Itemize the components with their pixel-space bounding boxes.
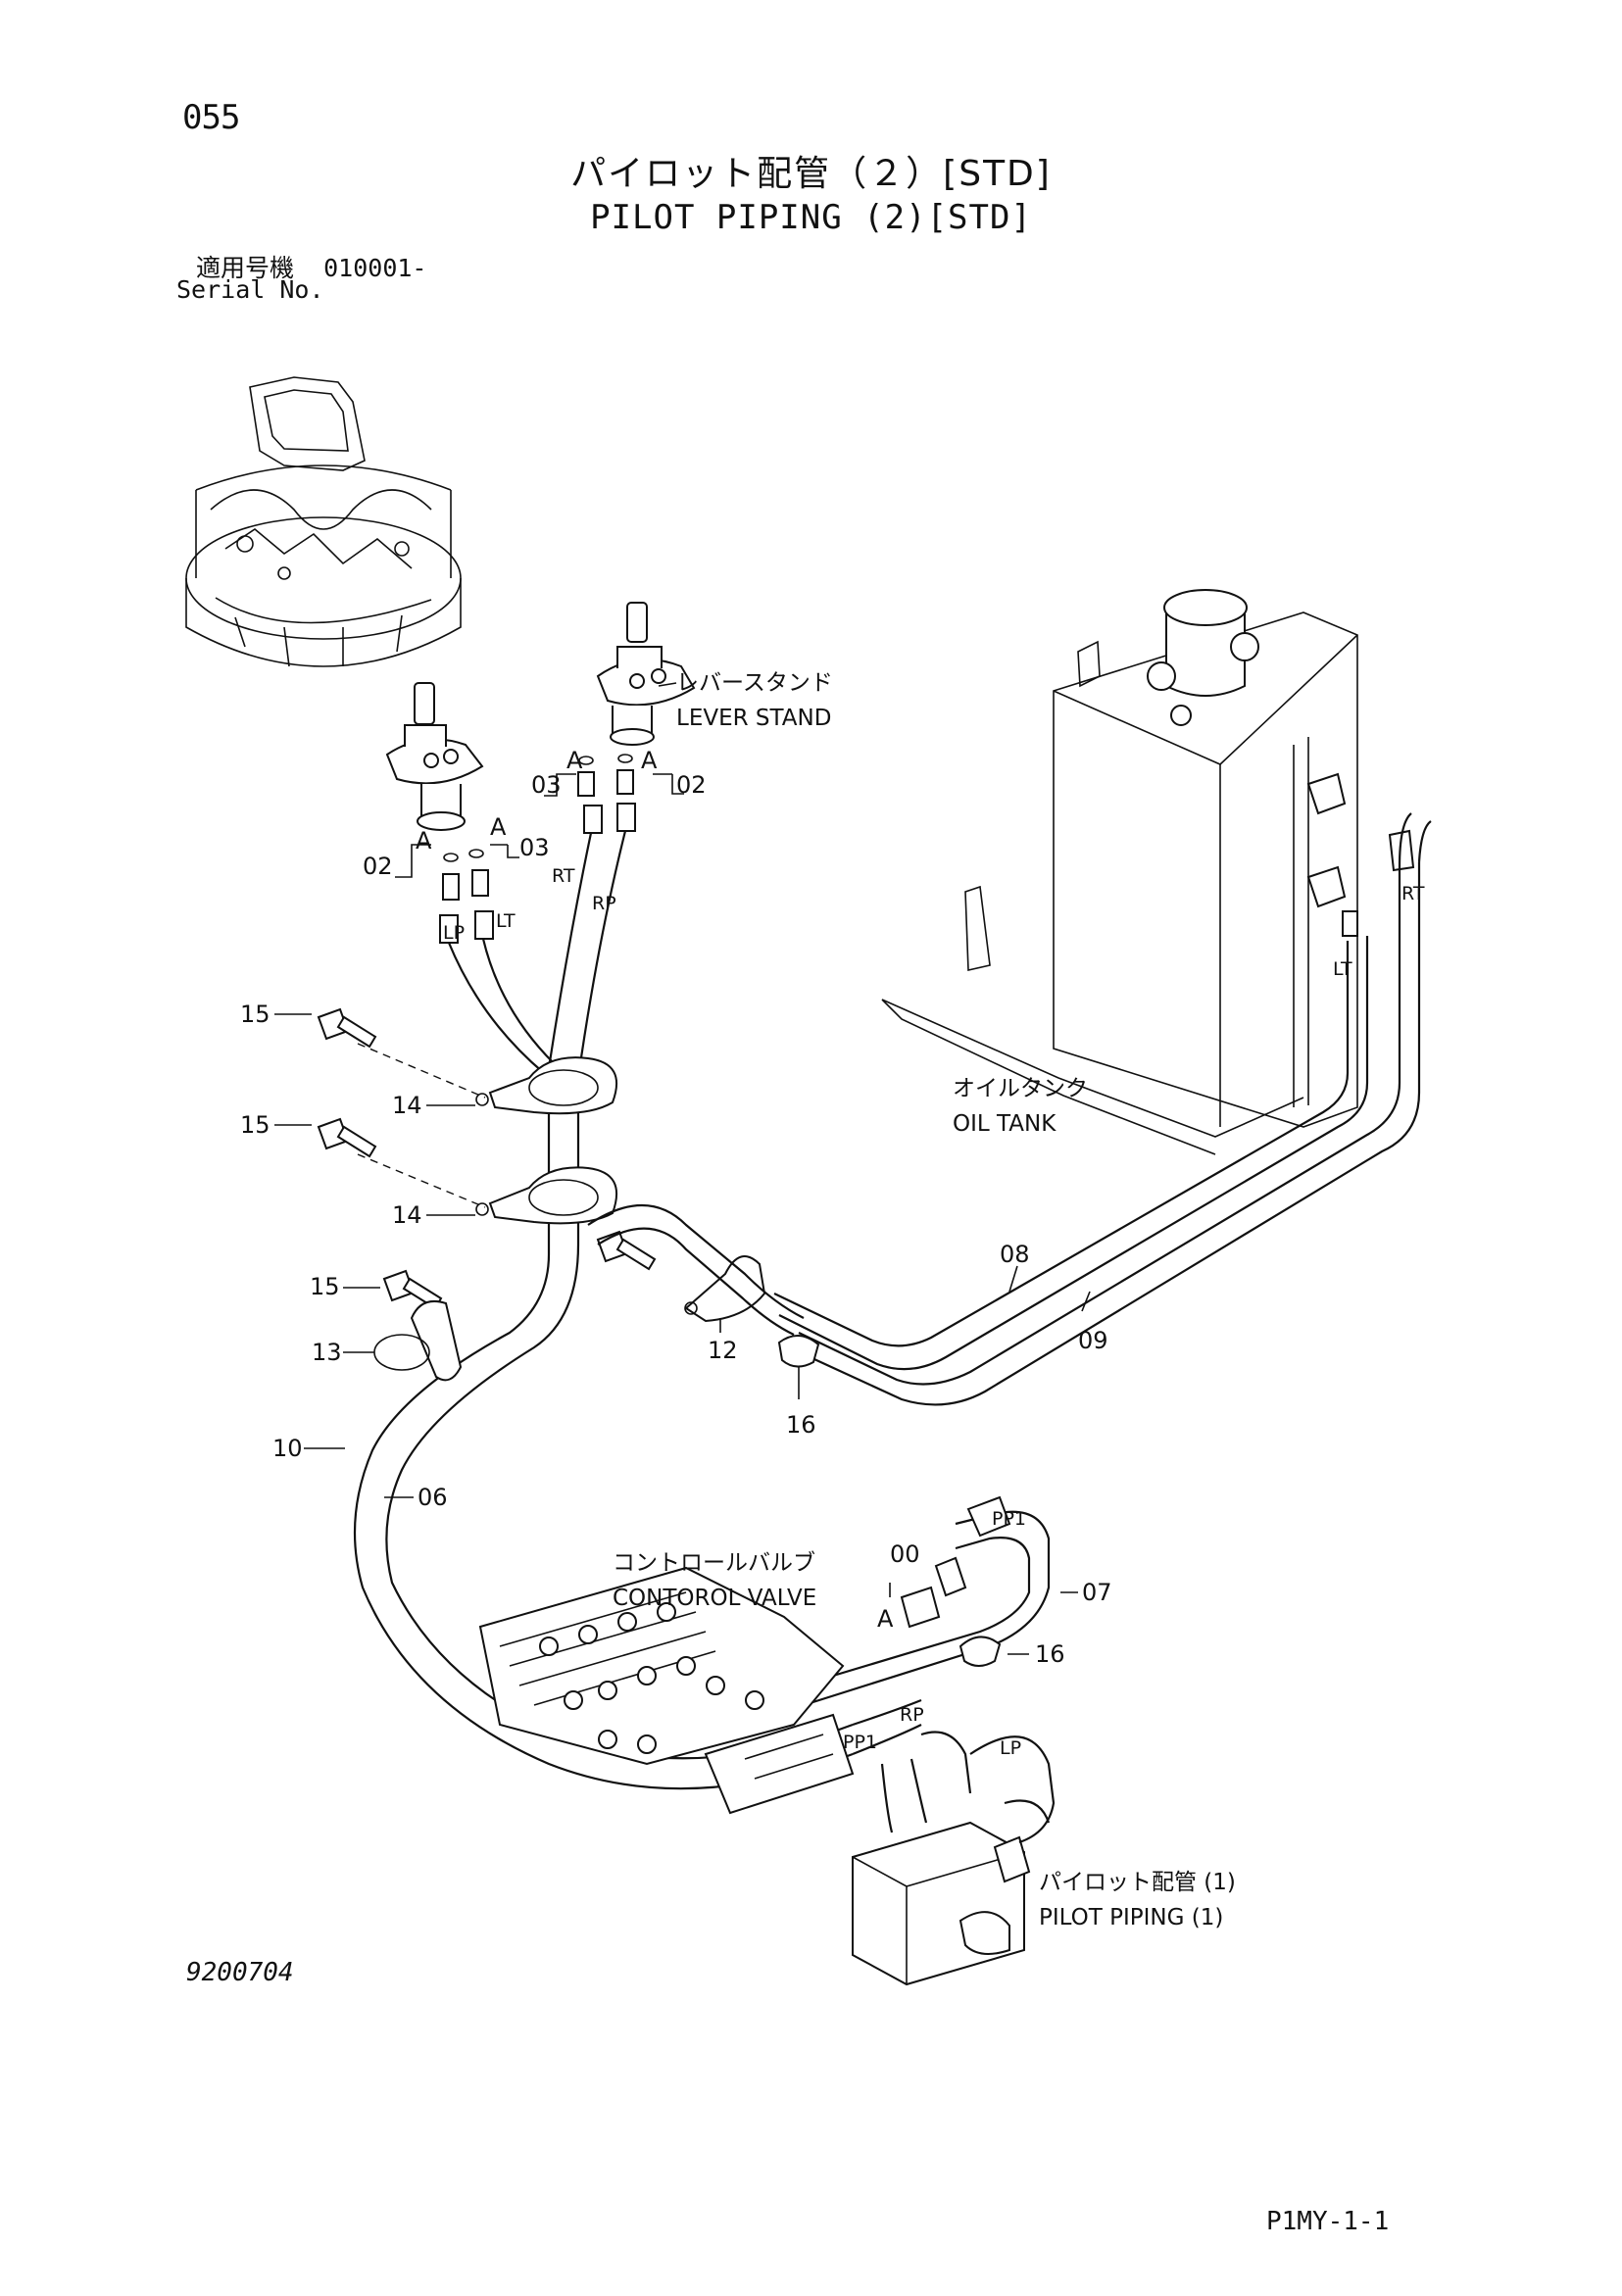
clamp-16-lower xyxy=(958,1636,1002,1667)
part-number-14-lower: 14 xyxy=(392,1201,422,1229)
part-number-02-left: 02 xyxy=(363,853,393,880)
clamp-14-lower xyxy=(475,1166,617,1225)
part-number-06: 06 xyxy=(418,1484,448,1511)
page-title-english: PILOT PIPING (2)[STD] xyxy=(590,198,1032,237)
page-number: 055 xyxy=(182,98,240,137)
detail-mark-a-2: A xyxy=(641,747,658,774)
port-label-pp1-hose: PP1 xyxy=(992,1508,1026,1530)
bolts-15 xyxy=(317,1007,657,1310)
port-label-pp1-valve: PP1 xyxy=(843,1732,877,1753)
part-number-08: 08 xyxy=(1000,1241,1030,1268)
clamp-14-upper xyxy=(475,1056,617,1115)
port-label-rt-lever: RT xyxy=(552,865,575,887)
oil-tank-label-en: OIL TANK xyxy=(953,1111,1057,1137)
port-label-rt-tank: RT xyxy=(1401,883,1425,904)
pipes-08-09 xyxy=(773,812,1432,1406)
page-title-japanese: パイロット配管（２）[STD] xyxy=(570,154,1052,194)
cab-platform-thumbnail xyxy=(185,376,462,667)
lever-stand-label-ja: レバースタンド xyxy=(676,670,833,696)
detail-mark-a-5: A xyxy=(877,1605,894,1633)
lever-stand-right xyxy=(596,602,696,746)
control-valve xyxy=(478,1566,855,1815)
part-number-09: 09 xyxy=(1078,1327,1108,1354)
hose-07 xyxy=(793,1495,1051,1707)
part-number-00: 00 xyxy=(890,1540,920,1568)
port-label-lt-tank: LT xyxy=(1333,958,1352,980)
drawing-number: 9200704 xyxy=(186,1958,294,1987)
detail-mark-a-4: A xyxy=(490,813,507,841)
part-number-14-upper: 14 xyxy=(392,1092,422,1119)
leader-lines xyxy=(274,682,1091,1655)
part-number-15-bottom: 15 xyxy=(310,1273,340,1300)
lever-stand-left xyxy=(385,682,484,831)
part-number-12: 12 xyxy=(708,1337,738,1364)
part-number-15-top: 15 xyxy=(240,1001,270,1028)
pilot-valve-block xyxy=(852,1731,1056,1986)
part-number-10: 10 xyxy=(272,1435,303,1462)
part-number-15-mid: 15 xyxy=(240,1111,270,1139)
part-number-02-right: 02 xyxy=(676,771,707,799)
part-number-03-right: 03 xyxy=(531,771,562,799)
lever-stand-fittings xyxy=(439,754,636,944)
part-number-16-lower: 16 xyxy=(1035,1640,1065,1668)
part-number-16-upper: 16 xyxy=(786,1411,816,1439)
part-number-07: 07 xyxy=(1082,1579,1112,1606)
port-label-lp-lever: LP xyxy=(443,922,465,944)
sheet-code: P1MY-1-1 xyxy=(1266,2207,1390,2236)
pilot-piping-ref-label-ja: パイロット配管 (1) xyxy=(1039,1870,1236,1895)
serial-label-japanese: 適用号機 010001- xyxy=(196,249,426,284)
detail-mark-a-1: A xyxy=(566,747,583,774)
lever-stand-label-en: LEVER STAND xyxy=(676,706,831,731)
part-number-03-left: 03 xyxy=(519,834,550,861)
serial-number-value: 010001- xyxy=(323,254,427,282)
detail-mark-a-3: A xyxy=(416,827,432,855)
serial-label-english: Serial No. xyxy=(176,275,324,304)
port-label-rp-lever: RP xyxy=(592,893,616,914)
pilot-piping-ref-label-en: PILOT PIPING (1) xyxy=(1039,1905,1223,1930)
oil-tank-label-ja: オイルタンク xyxy=(953,1076,1088,1101)
port-label-lp-valve: LP xyxy=(1000,1737,1021,1759)
clamp-13 xyxy=(373,1299,463,1382)
port-label-lt-lever: LT xyxy=(496,910,516,932)
control-valve-label-ja: コントロールバルブ xyxy=(613,1550,815,1576)
port-label-rp-valve: RP xyxy=(900,1704,924,1726)
serial-label-ja-text: 適用号機 xyxy=(196,254,295,282)
oil-tank xyxy=(881,589,1415,1155)
clamp-12 xyxy=(684,1255,766,1323)
clamp-16-upper xyxy=(777,1335,820,1368)
part-number-13: 13 xyxy=(312,1339,342,1366)
control-valve-label-en: CONTOROL VALVE xyxy=(613,1586,816,1611)
